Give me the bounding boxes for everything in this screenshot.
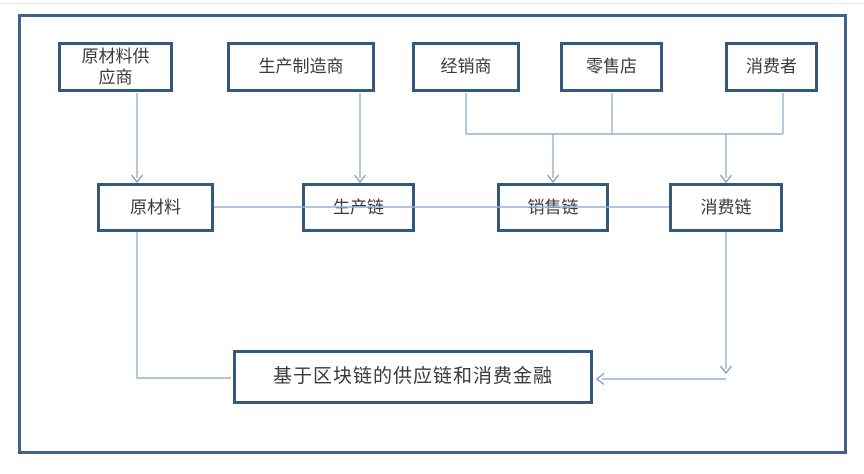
- node-distributor: 经销商: [412, 42, 520, 92]
- node-sales-chain: 销售链: [497, 183, 609, 232]
- node-raw-material: 原材料: [97, 183, 214, 232]
- node-raw-material-supplier: 原材料供 应商: [58, 42, 173, 92]
- top-hairline: [0, 3, 864, 4]
- diagram-frame: [18, 14, 847, 454]
- node-retail-store: 零售店: [560, 42, 663, 92]
- node-consumer: 消费者: [725, 42, 818, 92]
- node-blockchain-finance: 基于区块链的供应链和消费金融: [233, 350, 593, 404]
- node-consumption-chain: 消费链: [669, 183, 783, 232]
- node-manufacturer: 生产制造商: [227, 42, 375, 92]
- node-production-chain: 生产链: [302, 183, 415, 232]
